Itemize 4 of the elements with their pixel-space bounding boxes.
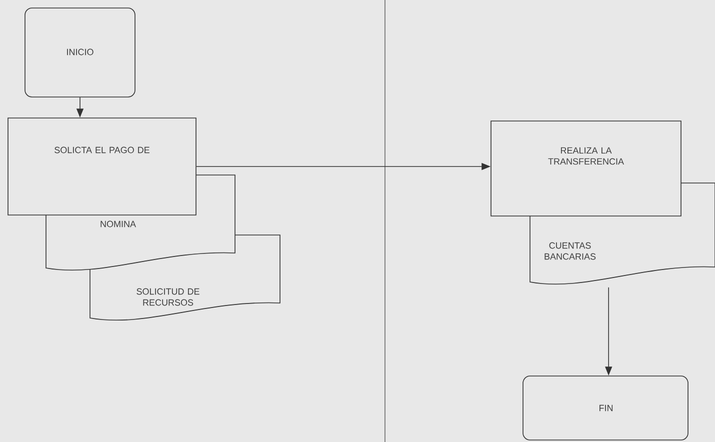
process-box: REALIZA LA TRANSFERENCIA (490, 120, 682, 216)
process-box: SOLICTA EL PAGO DE (8, 118, 196, 216)
terminal-box: FIN (522, 376, 688, 440)
terminal-box: INICIO (24, 8, 136, 98)
